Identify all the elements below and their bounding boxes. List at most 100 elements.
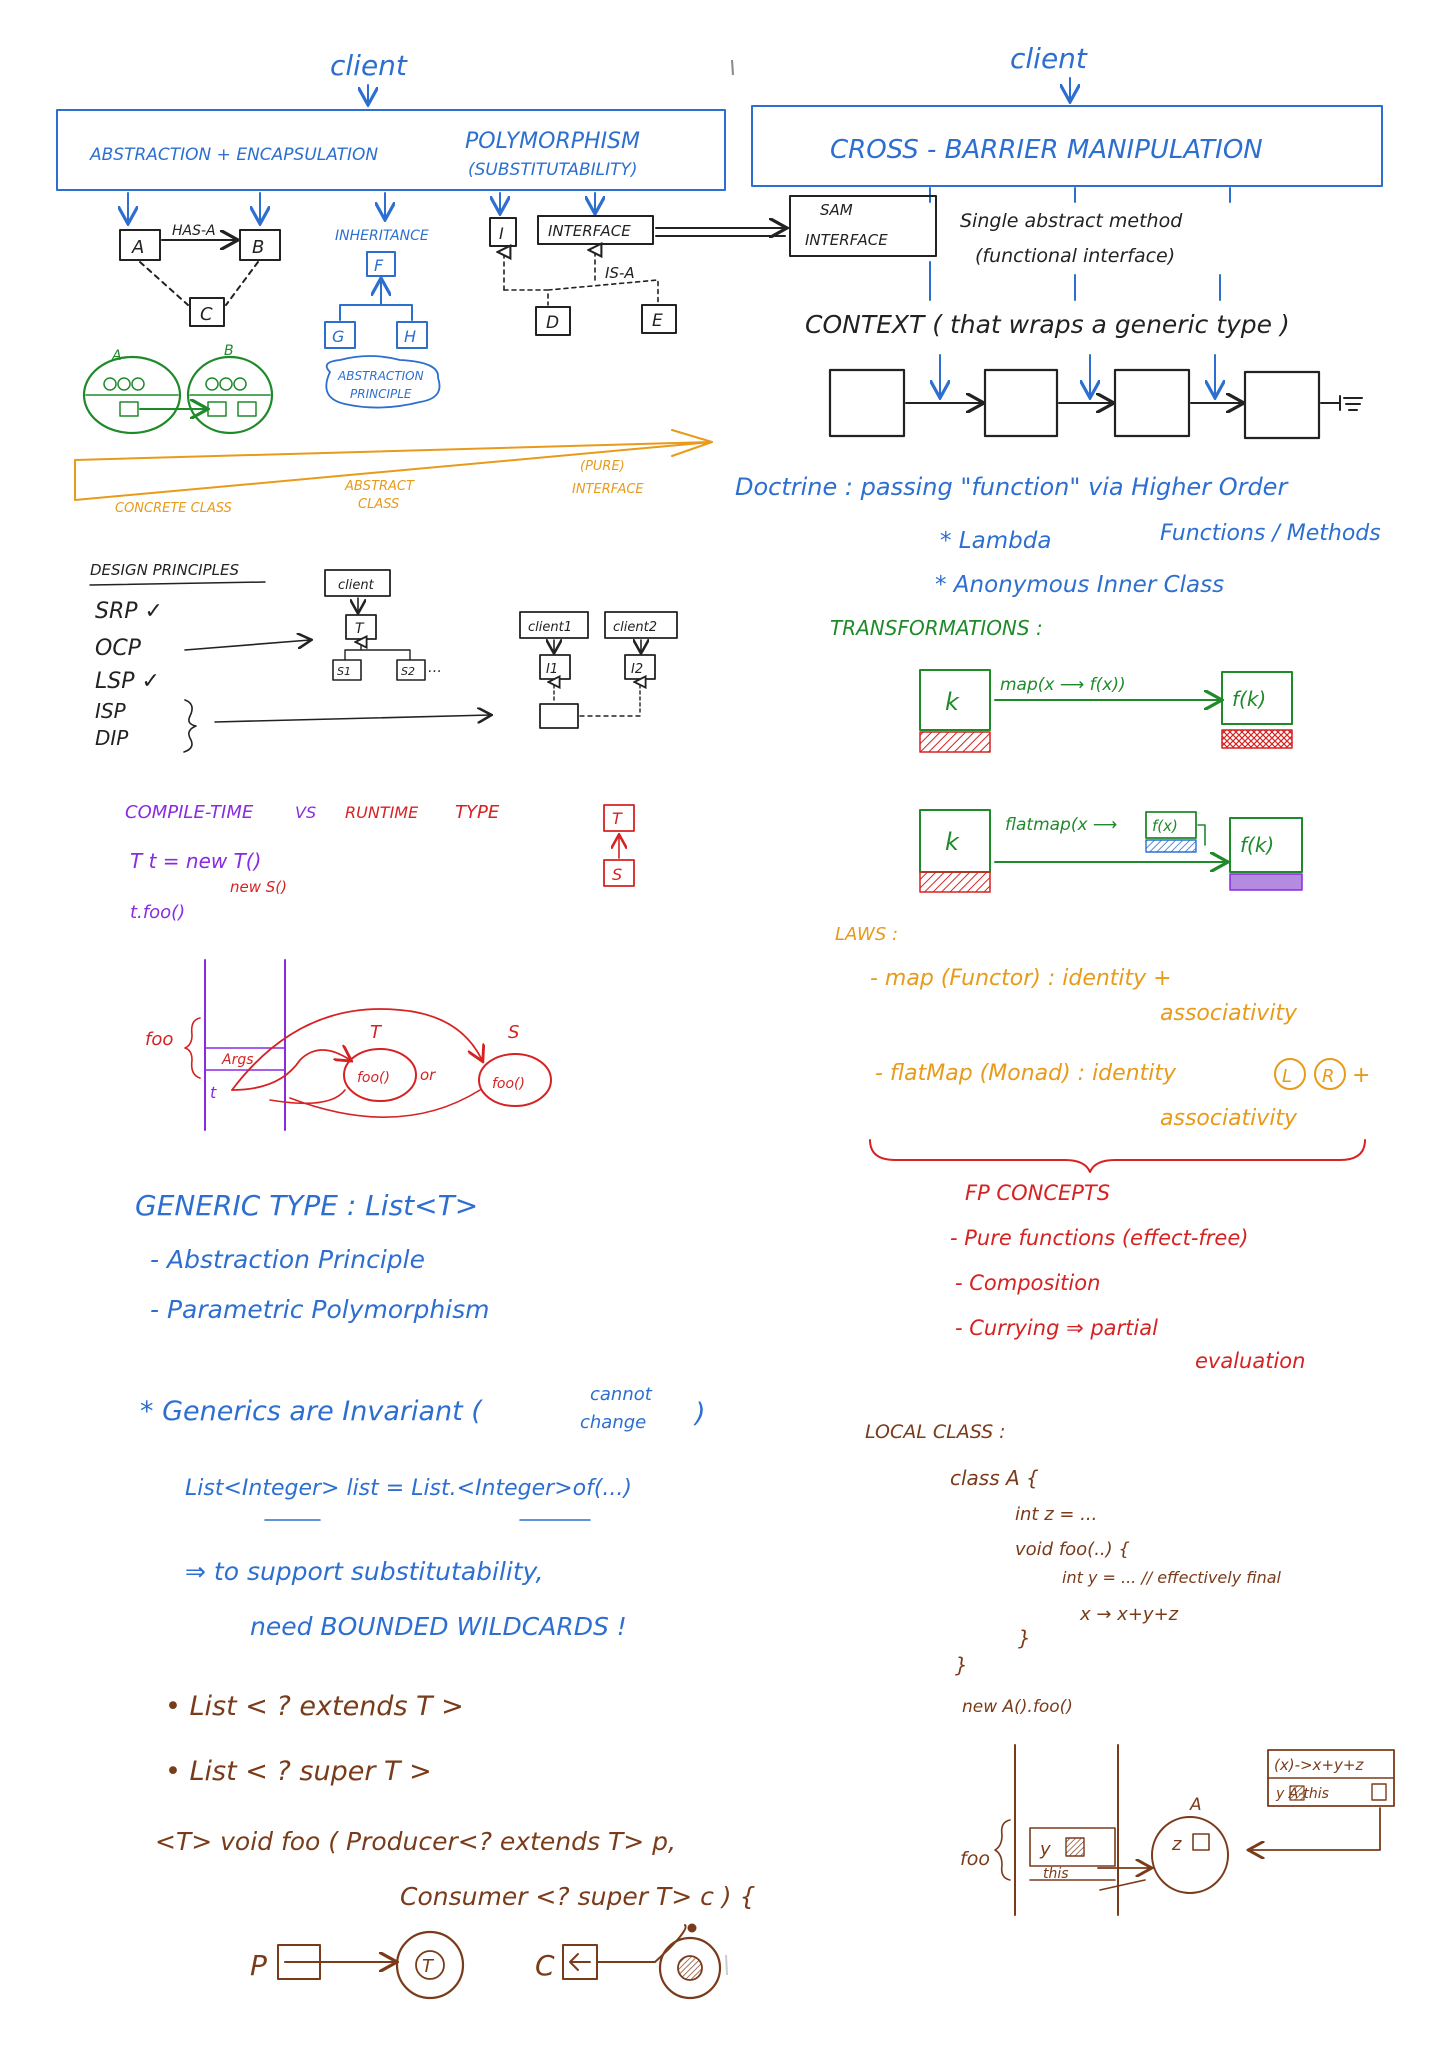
compile-runtime-section: COMPILE-TIME VS RUNTIME TYPE T t = new T…	[125, 802, 635, 1131]
bounded-wildcards-label: need BOUNDED WILDCARDS !	[250, 1612, 627, 1641]
change-label: change	[580, 1412, 646, 1433]
vs-label: VS	[295, 803, 316, 822]
design-principles-title: DESIGN PRINCIPLES	[90, 561, 239, 579]
producer-t-label: T	[422, 1956, 435, 1977]
abstraction-principle-label-1: ABSTRACTION	[337, 369, 424, 383]
client2-label: client2	[613, 620, 657, 635]
class-e-box	[641, 304, 677, 334]
extends-wildcard-item: • List < ? extends T >	[165, 1691, 464, 1722]
context-box-2	[983, 368, 1059, 438]
runtime-t-object	[343, 1048, 417, 1102]
doctrine-label: Doctrine : passing "function" via Higher…	[735, 473, 1289, 501]
board-mark-bottom	[725, 1954, 728, 1976]
left-client-label: client	[330, 49, 408, 82]
class-g-label: G	[332, 327, 344, 346]
class-a-box	[119, 229, 161, 261]
right-identity-label: R	[1322, 1066, 1335, 1087]
ocp-t-label: T	[355, 621, 365, 637]
interface-i-label: I	[499, 224, 504, 243]
flatmap-monad-law: - flatMap (Monad) : identity	[875, 1061, 1177, 1086]
abstraction-principle-item: - Abstraction Principle	[150, 1245, 425, 1274]
class-d-box	[535, 306, 571, 336]
invariant-label: * Generics are Invariant (	[140, 1396, 483, 1427]
srp-label: SRP ✓	[95, 599, 163, 624]
runtime-s-box	[603, 859, 635, 887]
local-frame-y-cell	[1029, 1827, 1116, 1867]
code-line-3: t.foo()	[130, 902, 185, 923]
design-principles-section: DESIGN PRINCIPLES SRP ✓ OCP LSP ✓ ISP DI…	[89, 561, 678, 753]
flatmap-target-label: f(k)	[1240, 833, 1274, 857]
runtime-t-foo-call: foo()	[357, 1070, 390, 1086]
local-class-section: LOCAL CLASS : class A { int z = ... void…	[865, 1421, 1395, 1916]
runtime-t-box	[603, 804, 635, 832]
map-source-box	[919, 669, 991, 731]
class-h-label: H	[404, 327, 416, 346]
local-frame-y-label: y	[1039, 1839, 1051, 1860]
local-code-line-5: x → x+y+z	[1079, 1604, 1179, 1625]
flatmap-source-hatch	[919, 871, 991, 893]
left-identity-label: L	[1282, 1066, 1292, 1087]
local-frame-this-label: this	[1043, 1866, 1069, 1882]
sam-label: SAM	[820, 201, 853, 219]
single-abstract-method-label: Single abstract method	[960, 210, 1183, 232]
stack-t-label: t	[210, 1083, 217, 1102]
object-a-circle	[82, 355, 182, 435]
pure-interface-label-1: (PURE)	[580, 459, 625, 474]
object-a-label: A	[111, 348, 122, 364]
stack-args-label: Args	[221, 1052, 254, 1068]
ocp-client-label: client	[338, 578, 375, 593]
client1-box	[519, 611, 589, 639]
context-box-4	[1243, 370, 1321, 440]
laws-section: LAWS : - map (Functor) : identity + asso…	[835, 924, 1370, 1173]
anonymous-inner-class-label: * Anonymous Inner Class	[935, 572, 1224, 598]
abstraction-principle-label-2: PRINCIPLE	[350, 387, 412, 401]
context-label: CONTEXT ( that wraps a generic type )	[805, 310, 1290, 339]
sam-interface-box	[789, 195, 937, 257]
functions-methods-label: Functions / Methods	[1160, 521, 1381, 546]
local-code-line-4: int y = ... // effectively final	[1062, 1568, 1282, 1587]
transformations-section: TRANSFORMATIONS : k map(x ⟶ f(x)) f(k) k…	[830, 616, 1303, 893]
class-b-label: B	[252, 237, 264, 258]
oop-section: client ABSTRACTION + ENCAPSULATION POLYM…	[56, 49, 785, 516]
sam-interface-label: INTERFACE	[805, 231, 888, 249]
local-a-object-label: A	[1189, 1795, 1202, 1815]
local-code-line-6: }	[1018, 1626, 1031, 1650]
local-code-line-8: new A().foo()	[962, 1697, 1073, 1717]
ocp-client-box	[324, 569, 391, 597]
code-line-1: T t = new T()	[130, 849, 261, 873]
abstract-class-label-1: ABSTRACT	[344, 479, 415, 494]
stack-foo-label: foo	[145, 1029, 173, 1050]
ocp-s2-box	[396, 659, 426, 681]
local-stack-foo: foo	[960, 1848, 990, 1870]
support-substitutability-label: ⇒ to support substitutability,	[185, 1557, 543, 1586]
list-declaration: List<Integer> list = List.<Integer>of(..…	[185, 1476, 632, 1501]
local-a-z-label: z	[1171, 1834, 1182, 1855]
invariant-close-paren: )	[693, 1398, 706, 1429]
map-target-hatch	[1221, 729, 1293, 749]
pure-interface-label-2: INTERFACE	[572, 482, 644, 497]
map-label: map(x ⟶ f(x))	[1000, 675, 1126, 695]
concrete-class-label: CONCRETE CLASS	[115, 501, 232, 516]
has-a-label: HAS-A	[172, 223, 216, 239]
flatmap-fx-hatch	[1145, 839, 1197, 853]
producer-target-object	[395, 1930, 465, 2000]
code-line-2: new S()	[230, 878, 287, 896]
generic-type-title: GENERIC TYPE : List<T>	[135, 1189, 478, 1222]
flatmap-associativity-label: associativity	[1160, 1106, 1298, 1131]
isp-i2-label: I2	[631, 662, 643, 677]
substitutability-label: (SUBSTITUTABILITY)	[468, 160, 638, 180]
identity-plus-label: +	[1352, 1063, 1370, 1088]
local-code-line-3: void foo(..) {	[1015, 1539, 1130, 1560]
laws-title: LAWS :	[835, 924, 898, 945]
class-g-box	[324, 321, 356, 349]
local-code-line-1: class A {	[950, 1466, 1039, 1490]
runtime-t-object-label: T	[370, 1022, 383, 1043]
map-target-box	[1221, 671, 1293, 725]
consumer-c-label: C	[535, 1949, 555, 1982]
class-c-box	[189, 297, 225, 327]
dip-label: DIP	[95, 726, 129, 750]
isp-i1-label: I1	[546, 662, 558, 677]
lsp-label: LSP ✓	[95, 669, 160, 694]
ocp-label: OCP	[95, 636, 142, 661]
flatmap-target-bar	[1229, 873, 1303, 891]
